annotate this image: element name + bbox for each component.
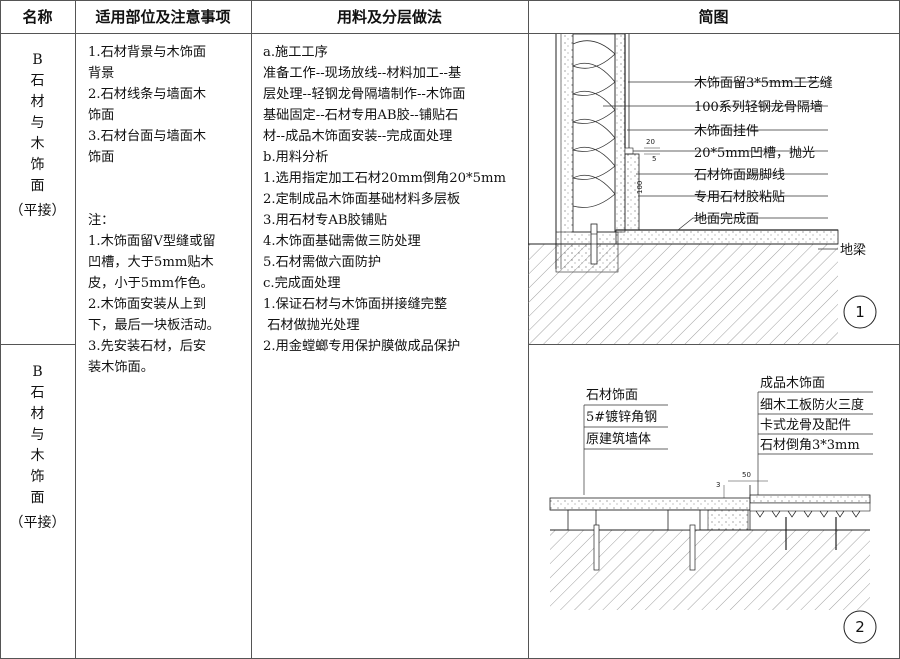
- callout-label: 地面完成面: [694, 212, 759, 227]
- board-layer: [561, 34, 573, 269]
- scope-line: 装木饰面。: [88, 360, 154, 375]
- name-char: 面: [30, 490, 45, 506]
- plywood-layer: [749, 502, 871, 512]
- scope-line: 1.木饰面留V型缝或留: [88, 234, 216, 249]
- angle-steel: [567, 509, 597, 531]
- callout-label: 专用石材胶粘贴: [694, 189, 785, 205]
- name-char: 面: [30, 178, 45, 194]
- scope-line: 背景: [88, 66, 115, 81]
- method-line: 1.保证石材与木饰面拼接缝完整: [263, 297, 448, 312]
- scope-line: 皮，小于5mm作色。: [88, 276, 214, 291]
- scope-line: [88, 168, 220, 189]
- name-sub: （平接）: [9, 515, 66, 531]
- name-char: B: [32, 364, 43, 380]
- scope-line: 3.先安装石材，后安: [88, 339, 207, 354]
- name-char: 石: [30, 73, 45, 89]
- header-method: 用料及分层做法: [336, 8, 442, 26]
- method-notes: a.施工工序 准备工作--现场放线--材料加工--基 层处理--轻钢龙骨隔墙制作…: [263, 42, 506, 357]
- stone-panel: [549, 497, 751, 511]
- sketch-2-floor-section: 3 50 石材饰面 5#镀锌角钢 原建筑墙体 成品木饰面 细木工板防火三度 卡式…: [549, 376, 877, 644]
- callout-label: 木饰面留3*5mm工艺缝: [694, 76, 833, 91]
- callout-label: 石材饰面: [586, 388, 638, 403]
- method-line: 2.定制成品木饰面基础材料多层板: [263, 192, 461, 207]
- scope-notes: 1.石材背景与木饰面 背景 2.石材线条与墙面木 饰面 3.石材台面与墙面木 饰…: [88, 42, 220, 378]
- callout-label: 原建筑墙体: [586, 431, 651, 447]
- anchor-bolt: [689, 524, 696, 571]
- method-line: b.用料分析: [263, 150, 329, 165]
- wood-panel: [749, 494, 871, 504]
- row-name-1: B 石 材 与 木 饰 面 （平接）: [0, 50, 75, 222]
- dim-label: 3: [716, 481, 720, 489]
- scope-line: 2.石材线条与墙面木: [88, 87, 207, 102]
- name-char: 饰: [30, 469, 45, 485]
- scope-line: 3.石材台面与墙面木: [88, 129, 207, 144]
- grid-line: [0, 344, 75, 345]
- building-wall-base: [550, 530, 870, 610]
- header-sketch: 简图: [698, 8, 729, 26]
- scope-line: 下，最后一块板活动。: [88, 318, 220, 333]
- callout-label: 石材倒角3*3mm: [760, 438, 860, 453]
- grid-line: [75, 0, 76, 659]
- stone-skirting: [624, 153, 640, 231]
- grid-line: [251, 0, 252, 659]
- callout-label: 卡式龙骨及配件: [760, 418, 851, 433]
- method-line: 准备工作--现场放线--材料加工--基: [263, 66, 462, 81]
- anchor-bolt: [593, 524, 600, 571]
- grid-line: [0, 33, 900, 34]
- detail-number: 1: [855, 303, 865, 321]
- callout-label: 5#镀锌角钢: [586, 409, 657, 425]
- name-char: 与: [30, 115, 45, 131]
- callout-label: 细木工板防火三度: [760, 397, 864, 413]
- method-line: 层处理--轻钢龙骨隔墙制作--木饰面: [263, 87, 466, 102]
- scope-line: 2.木饰面安装从上到: [88, 297, 207, 312]
- dim-label: 20: [646, 138, 655, 146]
- detail-number-badge: [843, 610, 877, 644]
- scope-line: 饰面: [88, 108, 115, 123]
- method-line: c.完成面处理: [263, 276, 341, 291]
- method-line: 1.选用指定加工石材20mm倒角20*5mm: [263, 171, 507, 186]
- method-line: 3.用石材专AB胶铺贴: [263, 213, 388, 228]
- callout-label: 石材饰面踢脚线: [694, 167, 785, 183]
- callout-label: 成品木饰面: [760, 376, 825, 391]
- name-char: 木: [30, 448, 45, 464]
- scope-line: 1.石材背景与木饰面: [88, 45, 207, 60]
- method-line: 石材做抛光处理: [263, 318, 360, 333]
- dim-label: 50: [742, 471, 751, 479]
- dim-label: 5: [652, 155, 656, 163]
- grid-line: [528, 344, 900, 345]
- method-line: 基础固定--石材专用AB胶--铺贴石: [263, 108, 459, 123]
- dim-label: 100: [636, 181, 644, 194]
- scope-line: 凹槽，大于5mm贴木: [88, 255, 214, 270]
- name-char: 木: [30, 136, 45, 152]
- callout-label: 20*5mm凹槽，抛光: [694, 146, 815, 161]
- grid-line: [0, 0, 900, 1]
- scope-line: 饰面: [88, 150, 115, 165]
- sketch-1-wall-section: 20 5 100 木饰面留3*5mm工艺缝 100系列轻钢龙骨隔墙 木饰面挂件 …: [528, 34, 877, 344]
- name-char: 材: [30, 406, 45, 422]
- beam-label: 地梁: [840, 243, 866, 258]
- detail-number-badge: [843, 295, 877, 329]
- method-line: 材--成品木饰面安装--完成面处理: [263, 129, 453, 144]
- grid-line: [0, 0, 1, 659]
- name-sub: （平接）: [9, 203, 66, 219]
- row-name-2: B 石 材 与 木 饰 面 （平接）: [0, 362, 75, 534]
- method-line: 4.木饰面基础需做三防处理: [263, 234, 421, 249]
- scope-line: 注：: [88, 213, 115, 228]
- method-line: 2.用金螳螂专用保护膜做成品保护: [263, 339, 461, 354]
- header-scope: 适用部位及注意事项: [95, 8, 231, 26]
- callout-label: 木饰面挂件: [694, 124, 759, 139]
- name-char: 与: [30, 427, 45, 443]
- callout-label: 100系列轻钢龙骨隔墙: [694, 100, 823, 115]
- scope-line: [88, 189, 220, 210]
- method-line: a.施工工序: [263, 45, 328, 60]
- name-char: 材: [30, 94, 45, 110]
- name-char: 石: [30, 385, 45, 401]
- name-char: B: [32, 52, 43, 68]
- floor-finish-layer: [615, 229, 839, 245]
- name-char: 饰: [30, 157, 45, 173]
- header-name: 名称: [22, 8, 53, 26]
- detail-number: 2: [855, 618, 865, 636]
- method-line: 5.石材需做六面防护: [263, 255, 382, 270]
